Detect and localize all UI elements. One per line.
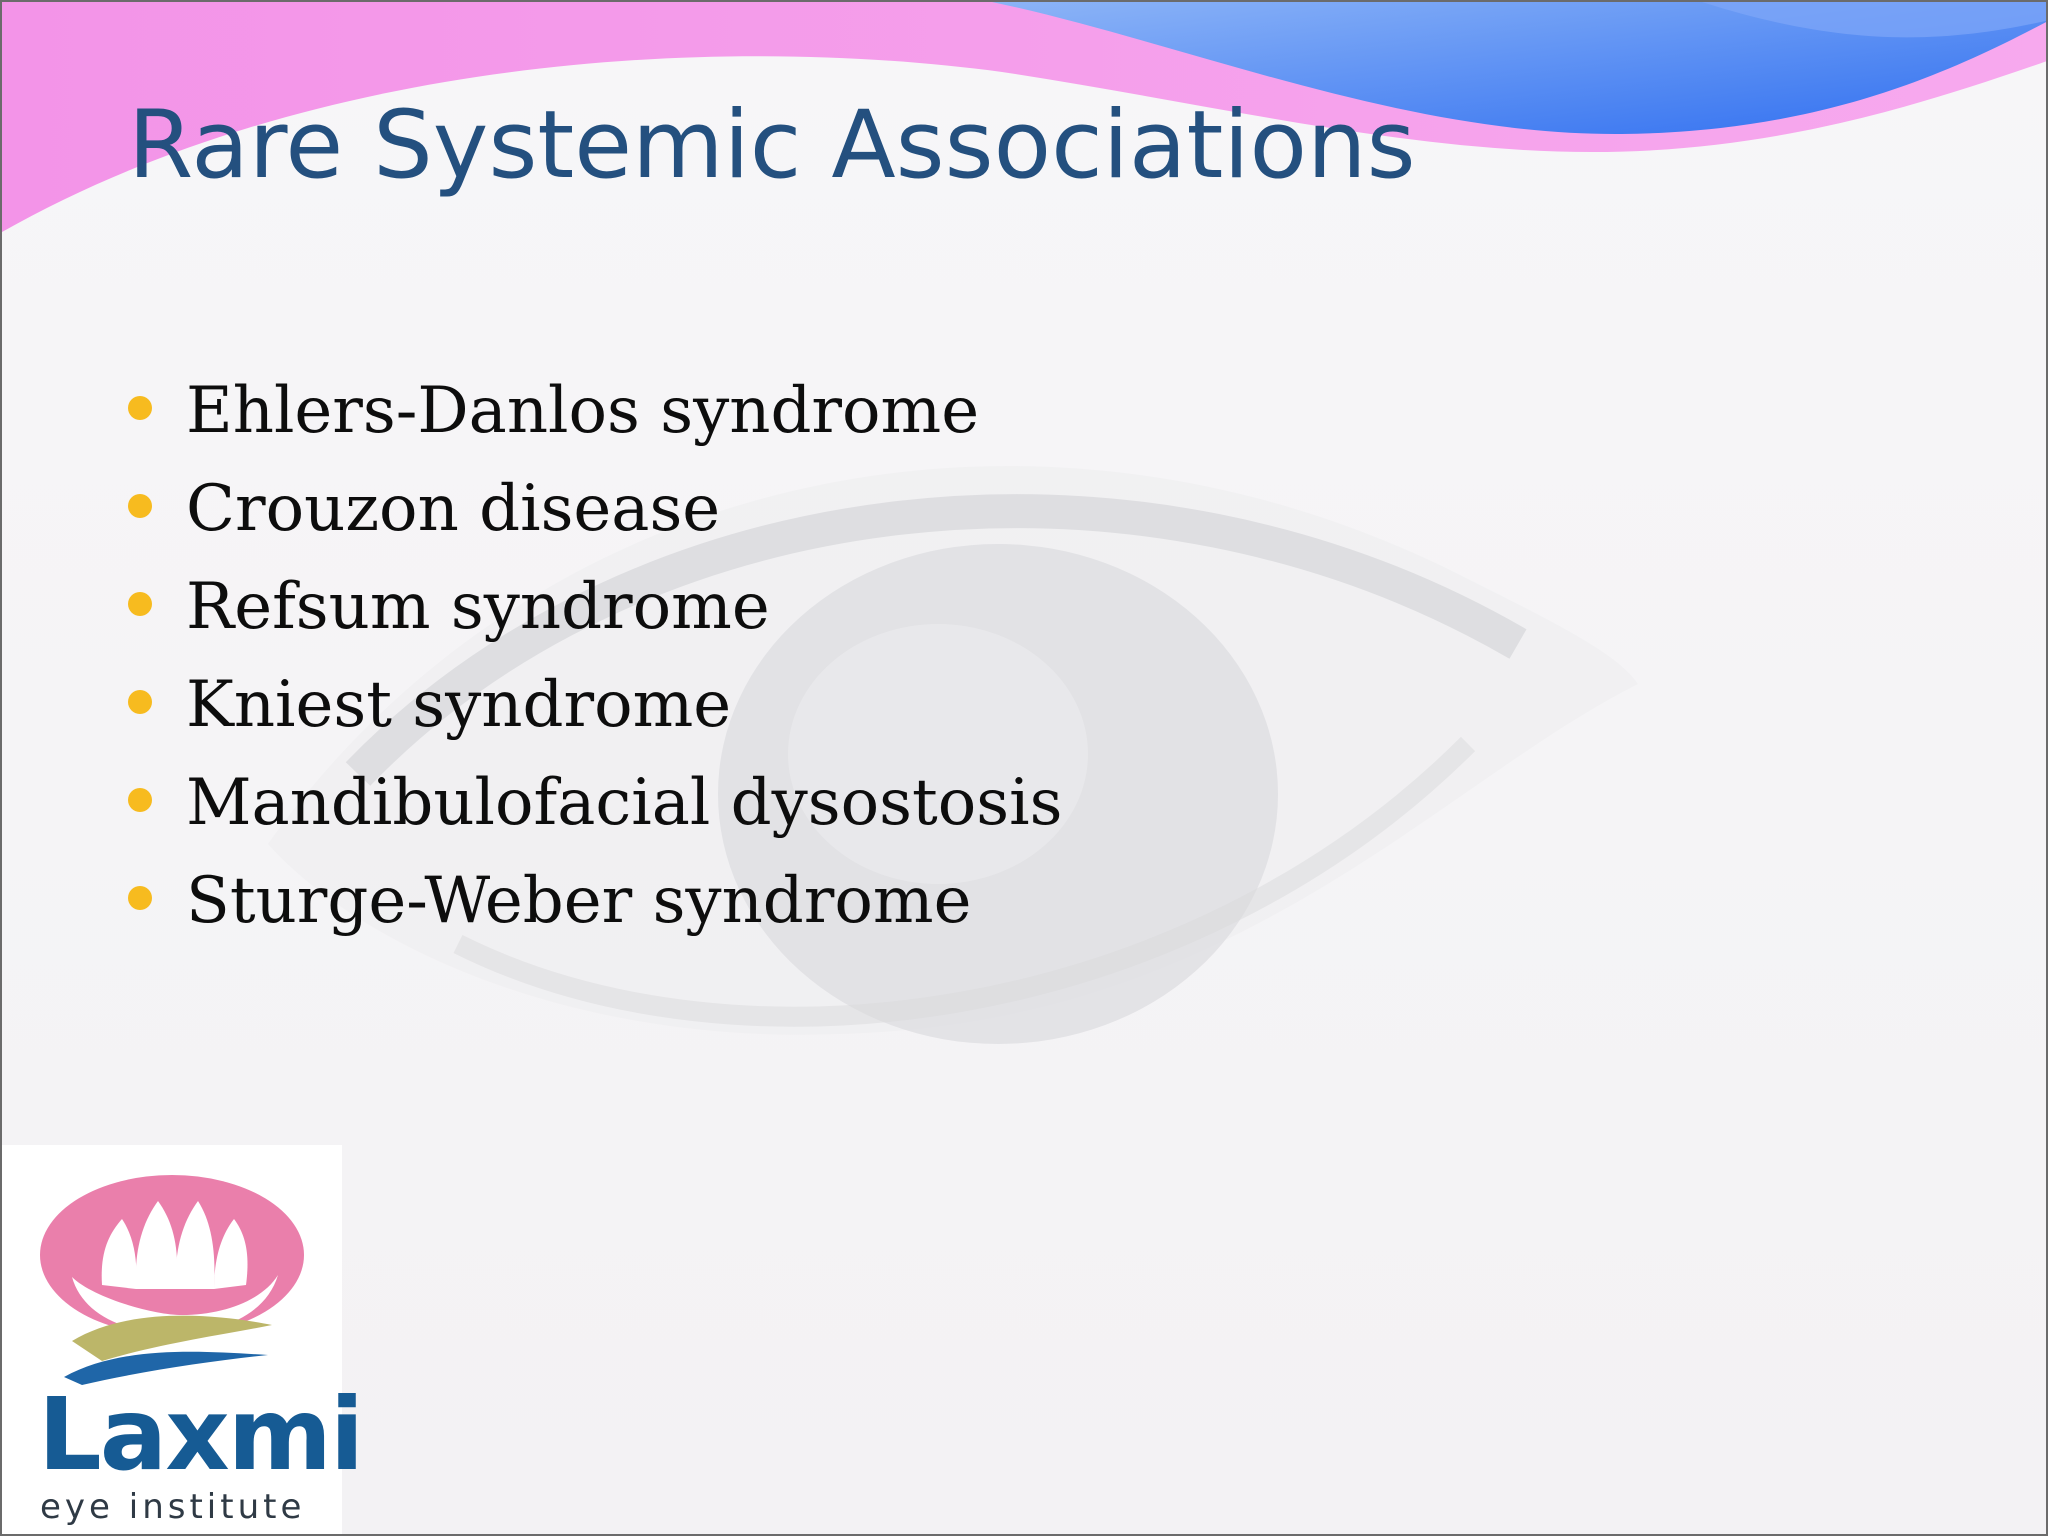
- bullet-item: Sturge-Weber syndrome: [128, 852, 1062, 950]
- bullet-text: Kniest syndrome: [186, 668, 732, 742]
- bullet-dot-icon: [128, 592, 152, 616]
- eye-watermark-icon: [268, 466, 1638, 1044]
- bullet-dot-icon: [128, 690, 152, 714]
- bullet-dot-icon: [128, 494, 152, 518]
- bullet-text: Sturge-Weber syndrome: [186, 864, 972, 938]
- bullet-text: Ehlers-Danlos syndrome: [186, 374, 980, 448]
- bullet-dot-icon: [128, 886, 152, 910]
- bullet-text: Mandibulofacial dysostosis: [186, 766, 1063, 840]
- slide-title: Rare Systemic Associations: [128, 91, 1416, 200]
- bullet-item: Refsum syndrome: [128, 558, 1062, 656]
- bullet-text: Refsum syndrome: [186, 570, 770, 644]
- logo-subtitle: eye institute: [40, 1487, 306, 1527]
- laxmi-logo: Laxmi eye institute: [2, 1145, 364, 1534]
- bullet-item: Mandibulofacial dysostosis: [128, 754, 1062, 852]
- bullet-item: Kniest syndrome: [128, 656, 1062, 754]
- bullet-dot-icon: [128, 788, 152, 812]
- bullet-item: Ehlers-Danlos syndrome: [128, 362, 1062, 460]
- bullet-dot-icon: [128, 396, 152, 420]
- bullet-list: Ehlers-Danlos syndrome Crouzon disease R…: [128, 362, 1062, 950]
- lotus-logo-icon: [40, 1175, 304, 1385]
- bullet-item: Crouzon disease: [128, 460, 1062, 558]
- bullet-text: Crouzon disease: [186, 472, 721, 546]
- header-wave: [2, 2, 2046, 232]
- logo-name: Laxmi: [38, 1376, 364, 1493]
